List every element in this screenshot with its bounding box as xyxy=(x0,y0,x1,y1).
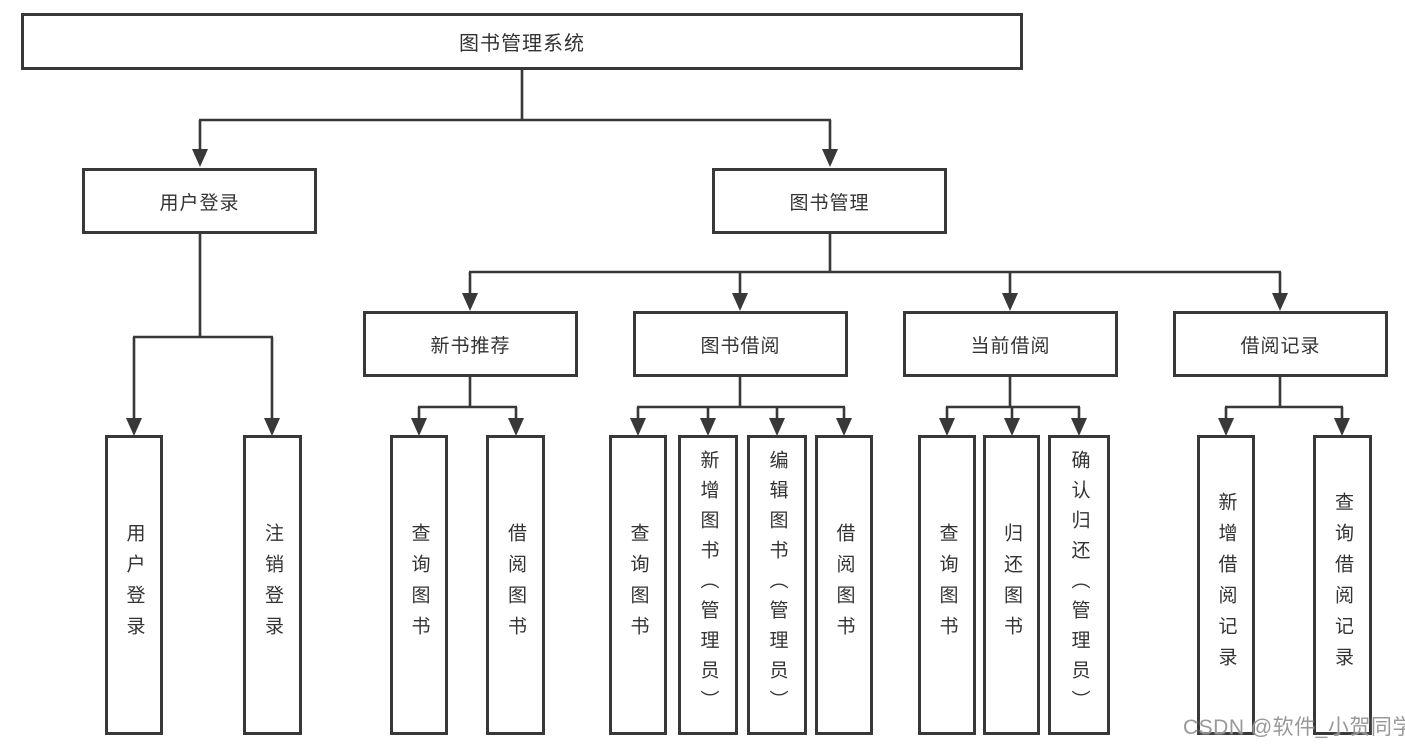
node-user-login-label: 用户登录 xyxy=(159,192,240,214)
arrowhead-icon xyxy=(192,149,208,167)
node-nb-borrow-books-label: 借阅图书 xyxy=(505,523,526,647)
node-br-add-record-label: 新增借阅记录 xyxy=(1215,492,1237,678)
node-user-login: 用户登录 xyxy=(82,168,317,234)
arrowhead-icon xyxy=(1272,293,1288,311)
csdn-watermark: CSDN @软件_小贺同学 xyxy=(1183,716,1405,739)
node-library-system: 图书管理系统 xyxy=(21,13,1023,70)
node-nb-query-books-label: 查询图书 xyxy=(408,523,430,647)
arrowhead-icon xyxy=(264,418,280,436)
node-bb-edit-books-label: 编辑图书（管理员） xyxy=(766,450,788,720)
node-current-borrow: 当前借阅 xyxy=(903,311,1118,377)
node-bb-borrow-books-label: 借阅图书 xyxy=(833,523,855,647)
node-current-borrow-label: 当前借阅 xyxy=(970,335,1051,357)
node-br-query-record-label: 查询借阅记录 xyxy=(1332,492,1353,678)
arrowhead-icon xyxy=(700,418,716,436)
node-cb-return-books: 归还图书 xyxy=(983,435,1040,735)
node-book-borrow-label: 图书借阅 xyxy=(700,335,781,357)
node-bb-add-books-label: 新增图书（管理员） xyxy=(697,450,719,720)
node-br-add-record: 新增借阅记录 xyxy=(1197,435,1255,735)
node-nb-borrow-books: 借阅图书 xyxy=(486,435,545,735)
node-cb-confirm-return-label: 确认归还（管理员） xyxy=(1068,450,1090,720)
arrowhead-icon xyxy=(732,293,748,311)
node-new-book-recommend-label: 新书推荐 xyxy=(430,335,511,357)
arrowhead-icon xyxy=(769,418,785,436)
node-bb-edit-books: 编辑图书（管理员） xyxy=(747,435,807,735)
arrowhead-icon xyxy=(508,418,524,436)
node-bb-add-books: 新增图书（管理员） xyxy=(678,435,738,735)
arrowhead-icon xyxy=(126,418,142,436)
arrowhead-icon xyxy=(1334,418,1350,436)
node-borrow-records: 借阅记录 xyxy=(1173,311,1388,377)
node-new-book-recommend: 新书推荐 xyxy=(363,311,578,377)
node-user-login-leaf-label: 用户登录 xyxy=(123,523,145,647)
node-br-query-record: 查询借阅记录 xyxy=(1313,435,1372,735)
node-bb-query-books-label: 查询图书 xyxy=(627,523,649,647)
node-cb-return-books-label: 归还图书 xyxy=(1001,523,1022,647)
node-cb-confirm-return: 确认归还（管理员） xyxy=(1048,435,1110,735)
arrowhead-icon xyxy=(939,418,955,436)
node-borrow-records-label: 借阅记录 xyxy=(1240,335,1321,357)
node-library-system-label: 图书管理系统 xyxy=(459,33,585,55)
node-book-management-label: 图书管理 xyxy=(789,192,870,214)
arrowhead-icon xyxy=(1218,418,1234,436)
arrowhead-icon xyxy=(462,293,478,311)
arrowhead-icon xyxy=(1004,418,1020,436)
arrowhead-icon xyxy=(630,418,646,436)
node-cb-query-books: 查询图书 xyxy=(918,435,976,735)
node-nb-query-books: 查询图书 xyxy=(390,435,448,735)
node-book-management: 图书管理 xyxy=(712,168,947,234)
node-bb-query-books: 查询图书 xyxy=(609,435,667,735)
arrowhead-icon xyxy=(1002,293,1018,311)
arrowhead-icon xyxy=(822,149,838,167)
node-logout: 注销登录 xyxy=(243,435,302,735)
arrowhead-icon xyxy=(411,418,427,436)
arrowhead-icon xyxy=(1071,418,1087,436)
node-book-borrow: 图书借阅 xyxy=(633,311,848,377)
node-cb-query-books-label: 查询图书 xyxy=(936,523,958,647)
node-user-login-leaf: 用户登录 xyxy=(105,435,163,735)
node-bb-borrow-books: 借阅图书 xyxy=(815,435,873,735)
arrowhead-icon xyxy=(836,418,852,436)
node-logout-label: 注销登录 xyxy=(262,523,283,647)
